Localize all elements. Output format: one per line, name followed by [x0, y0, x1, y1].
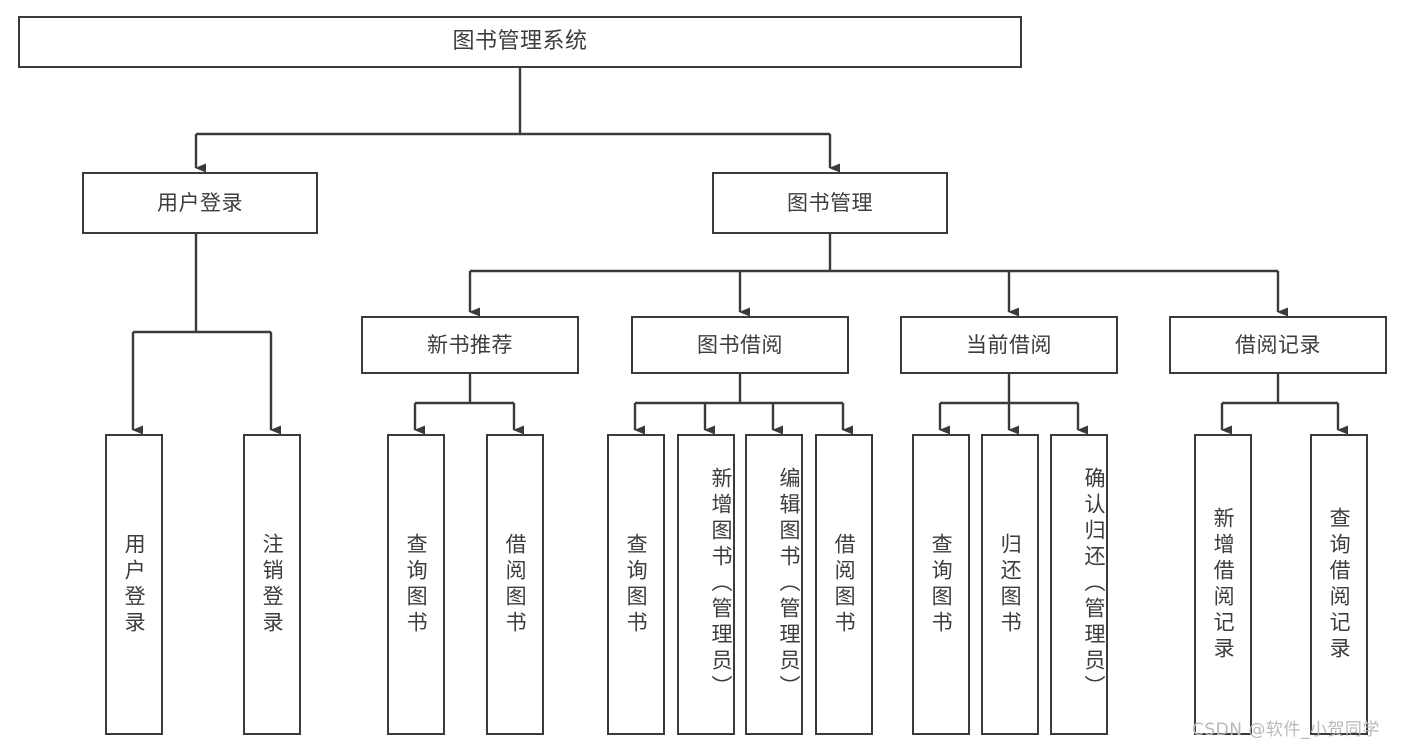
node-leaf-confirm-return-admin[interactable]: 确认归还（管理员）: [1050, 434, 1108, 735]
node-label: 图书管理系统: [452, 29, 588, 55]
node-leaf-borrow-book-recommend[interactable]: 借阅图书: [486, 434, 544, 735]
node-label: 用户登录: [122, 532, 147, 637]
node-label: 借阅图书: [832, 532, 857, 637]
node-label: 新增借阅记录: [1211, 506, 1236, 663]
node-leaf-query-book-current[interactable]: 查询图书: [912, 434, 970, 735]
node-leaf-user-login[interactable]: 用户登录: [105, 434, 163, 735]
node-book-borrow[interactable]: 图书借阅: [631, 316, 849, 374]
node-label: 新书推荐: [427, 332, 513, 357]
node-leaf-add-borrow-record[interactable]: 新增借阅记录: [1194, 434, 1252, 735]
node-leaf-logout-login[interactable]: 注销登录: [243, 434, 301, 735]
node-book-manage[interactable]: 图书管理: [712, 172, 948, 234]
node-label: 借阅图书: [503, 532, 528, 637]
node-label: 查询图书: [929, 532, 954, 637]
node-leaf-edit-book-admin[interactable]: 编辑图书（管理员）: [745, 434, 803, 735]
node-label: 查询图书: [624, 532, 649, 637]
node-label: 图书借阅: [697, 332, 783, 357]
node-label: 查询图书: [404, 532, 429, 637]
node-label: 注销登录: [260, 532, 285, 637]
node-leaf-query-book-borrow[interactable]: 查询图书: [607, 434, 665, 735]
node-leaf-query-book-recommend[interactable]: 查询图书: [387, 434, 445, 735]
node-label: 归还图书: [998, 532, 1023, 637]
node-label: 用户登录: [157, 190, 243, 215]
csdn-watermark: CSDN @软件_小贺同学: [1192, 715, 1380, 740]
node-leaf-return-book[interactable]: 归还图书: [981, 434, 1039, 735]
node-new-book-recommend[interactable]: 新书推荐: [361, 316, 579, 374]
node-leaf-add-book-admin[interactable]: 新增图书（管理员）: [677, 434, 735, 735]
node-label: 图书管理: [787, 190, 873, 215]
node-user-login[interactable]: 用户登录: [82, 172, 318, 234]
node-current-borrow[interactable]: 当前借阅: [900, 316, 1118, 374]
node-label: 当前借阅: [966, 332, 1052, 357]
node-label: 查询借阅记录: [1327, 506, 1352, 663]
node-borrow-record[interactable]: 借阅记录: [1169, 316, 1387, 374]
node-leaf-borrow-book[interactable]: 借阅图书: [815, 434, 873, 735]
node-label: 新增图书（管理员）: [709, 466, 733, 701]
node-root-book-management-system[interactable]: 图书管理系统: [18, 16, 1022, 68]
node-leaf-query-borrow-record[interactable]: 查询借阅记录: [1310, 434, 1368, 735]
node-label: 确认归还（管理员）: [1082, 466, 1106, 701]
node-label: 借阅记录: [1235, 332, 1321, 357]
watermark-text: CSDN @软件_小贺同学: [1192, 720, 1380, 740]
node-label: 编辑图书（管理员）: [777, 466, 801, 701]
